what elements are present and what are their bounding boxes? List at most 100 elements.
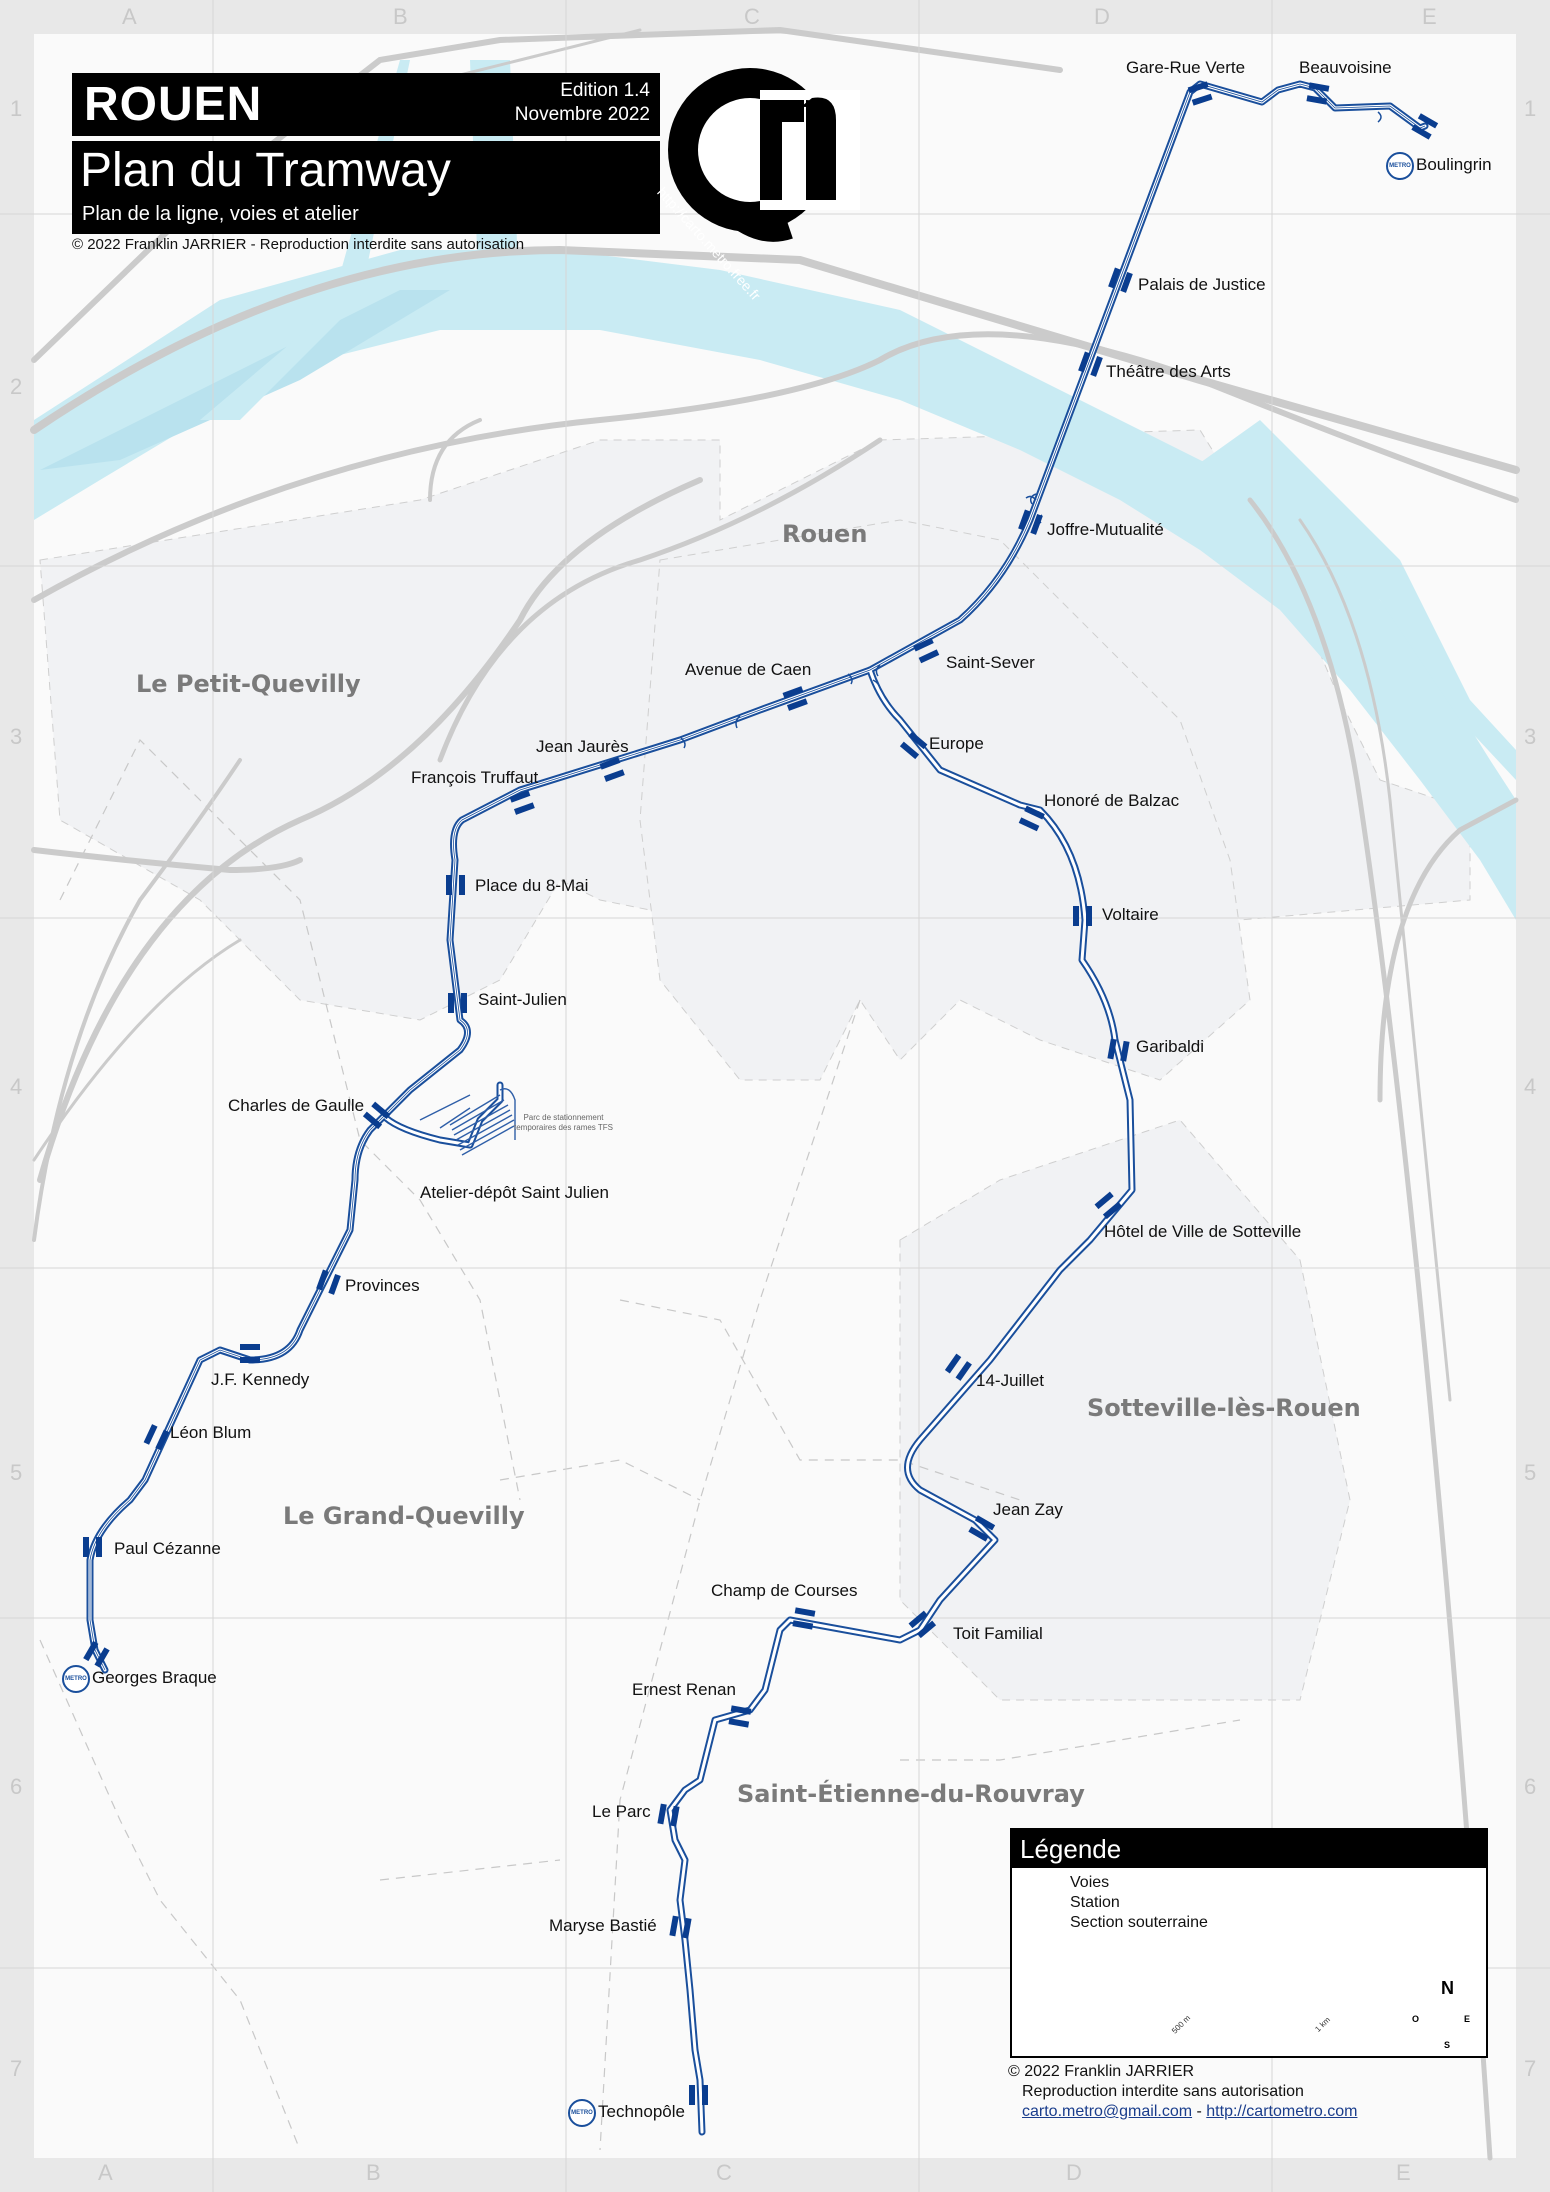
station-platform (1306, 95, 1328, 105)
station-mark[interactable] (1306, 82, 1330, 105)
station-saint-julien[interactable]: Saint-Julien (478, 990, 567, 1009)
station-platform (918, 649, 940, 664)
station-joffre-mutualite[interactable]: Joffre-Mutualité (1047, 520, 1164, 539)
station-mark[interactable] (316, 1269, 341, 1295)
station-mark[interactable] (1108, 267, 1133, 293)
legend-item-souterraine: Section souterraine (1070, 1914, 1208, 1931)
station-mark[interactable] (83, 1640, 110, 1668)
station-14-juillet[interactable]: 14-Juillet (976, 1371, 1045, 1390)
legend-title: Légende (1020, 1834, 1122, 1864)
station-mark[interactable] (908, 1610, 937, 1639)
station-theatre-des-arts[interactable]: Théâtre des Arts (1106, 362, 1231, 381)
edition: Edition 1.4 (560, 80, 650, 101)
station-le-parc[interactable]: Le Parc (592, 1802, 651, 1821)
grid-row-5: 5 (10, 1460, 23, 1485)
station-mark[interactable] (669, 1915, 692, 1939)
grid-col-b-bottom: B (366, 2160, 381, 2185)
station-platform (916, 1620, 937, 1639)
station-mark[interactable] (782, 686, 808, 711)
station-champ-de-courses[interactable]: Champ de Courses (711, 1581, 858, 1600)
station-voltaire[interactable]: Voltaire (1102, 905, 1159, 924)
station-jean-jaures[interactable]: Jean Jaurès (536, 737, 629, 756)
depot-label[interactable]: Atelier-dépôt Saint Julien (420, 1183, 610, 1202)
station-platform (1086, 906, 1092, 926)
station-palais-de-justice[interactable]: Palais de Justice (1138, 275, 1266, 294)
station-charles-de-gaulle[interactable]: Charles de Gaulle (228, 1096, 365, 1115)
station-platform (240, 1357, 260, 1363)
station-mark[interactable] (1078, 351, 1103, 377)
station-platform (1030, 513, 1043, 535)
station-platform (461, 993, 467, 1013)
station-mark[interactable] (968, 1515, 996, 1542)
commune-borders (39, 738, 1241, 2151)
station-toit-familial[interactable]: Toit Familial (953, 1624, 1043, 1643)
station-platform (786, 698, 808, 711)
station-mark[interactable] (913, 637, 940, 664)
station-mark[interactable] (899, 731, 928, 760)
station-platform (155, 1429, 170, 1451)
station-mark[interactable] (83, 1537, 102, 1557)
station-ernest-renan[interactable]: Ernest Renan (632, 1680, 736, 1699)
credit-site-link[interactable]: http://cartometro.com (1206, 2103, 1358, 2120)
station-maryse-bastie[interactable]: Maryse Bastié (549, 1916, 657, 1935)
station-boulingrin[interactable]: Boulingrin (1416, 155, 1492, 174)
station-platform (316, 1269, 329, 1291)
station-platform (1187, 81, 1209, 94)
station-saint-sever[interactable]: Saint-Sever (946, 653, 1035, 672)
station-mark[interactable] (689, 2085, 708, 2105)
station-mark[interactable] (1094, 1191, 1123, 1220)
station-mark[interactable] (1018, 805, 1045, 832)
credit-line2: Reproduction interdite sans autorisation (1022, 2083, 1304, 2100)
station-mark[interactable] (728, 1705, 752, 1728)
station-mark[interactable] (446, 875, 465, 895)
station-platform (448, 993, 454, 1013)
town-grand-quevilly: Le Grand-Quevilly (283, 1502, 525, 1530)
station-mark[interactable] (362, 1101, 391, 1130)
station-mark[interactable] (1411, 113, 1439, 140)
grid-row-3: 3 (10, 724, 23, 749)
station-avenue-de-caen[interactable]: Avenue de Caen (685, 660, 812, 679)
station-mark[interactable] (944, 1353, 972, 1381)
station-mark[interactable] (1018, 509, 1043, 535)
station-mark[interactable] (792, 1607, 816, 1630)
station-jean-zay[interactable]: Jean Zay (993, 1500, 1063, 1519)
station-honore-de-balzac[interactable]: Honoré de Balzac (1044, 791, 1180, 810)
station-platform (670, 1805, 680, 1827)
station-paul-cezanne[interactable]: Paul Cézanne (114, 1539, 221, 1558)
station-platform (730, 1705, 752, 1715)
station-mark[interactable] (240, 1344, 260, 1363)
station-europe[interactable]: Europe (929, 734, 984, 753)
station-garibaldi[interactable]: Garibaldi (1136, 1037, 1205, 1056)
compass-e: E (1464, 2014, 1471, 2024)
station-mark[interactable] (657, 1803, 680, 1827)
station-beauvoisine[interactable]: Beauvoisine (1299, 58, 1392, 77)
city-name: ROUEN (84, 78, 263, 131)
grid-row-6-right: 6 (1524, 1774, 1537, 1799)
station-platform (1073, 906, 1079, 926)
station-technopole[interactable]: Technopôle (598, 2102, 685, 2121)
station-jf-kennedy[interactable]: J.F. Kennedy (211, 1370, 310, 1389)
station-platform (955, 1361, 972, 1381)
station-platform (1417, 113, 1439, 129)
station-georges-braque[interactable]: Georges Braque (92, 1668, 217, 1687)
station-mark[interactable] (1073, 906, 1092, 926)
station-leon-blum[interactable]: Léon Blum (170, 1423, 252, 1442)
station-platform (83, 1537, 89, 1557)
station-mark[interactable] (448, 993, 467, 1013)
subtitle-banner: Plan du Tramway Plan de la ligne, voies … (72, 141, 660, 234)
station-platform (792, 1620, 814, 1630)
station-place-du-8-mai[interactable]: Place du 8-Mai (475, 876, 589, 895)
station-hotel-de-ville-sotteville[interactable]: Hôtel de Ville de Sotteville (1104, 1222, 1302, 1241)
credit-email-link[interactable]: carto.metro@gmail.com (1022, 2103, 1193, 2120)
grid-row-2: 2 (10, 374, 23, 399)
station-mark[interactable] (143, 1424, 170, 1451)
station-provinces[interactable]: Provinces (345, 1276, 420, 1295)
station-mark[interactable] (509, 790, 535, 815)
station-mark[interactable] (1187, 81, 1213, 106)
station-platform (1078, 351, 1091, 373)
station-platform (974, 1515, 996, 1531)
station-mark[interactable] (599, 757, 625, 782)
station-mark[interactable] (1107, 1038, 1130, 1062)
station-gare-rue-verte[interactable]: Gare-Rue Verte (1126, 58, 1246, 77)
station-francois-truffaut[interactable]: François Truffaut (411, 768, 539, 787)
